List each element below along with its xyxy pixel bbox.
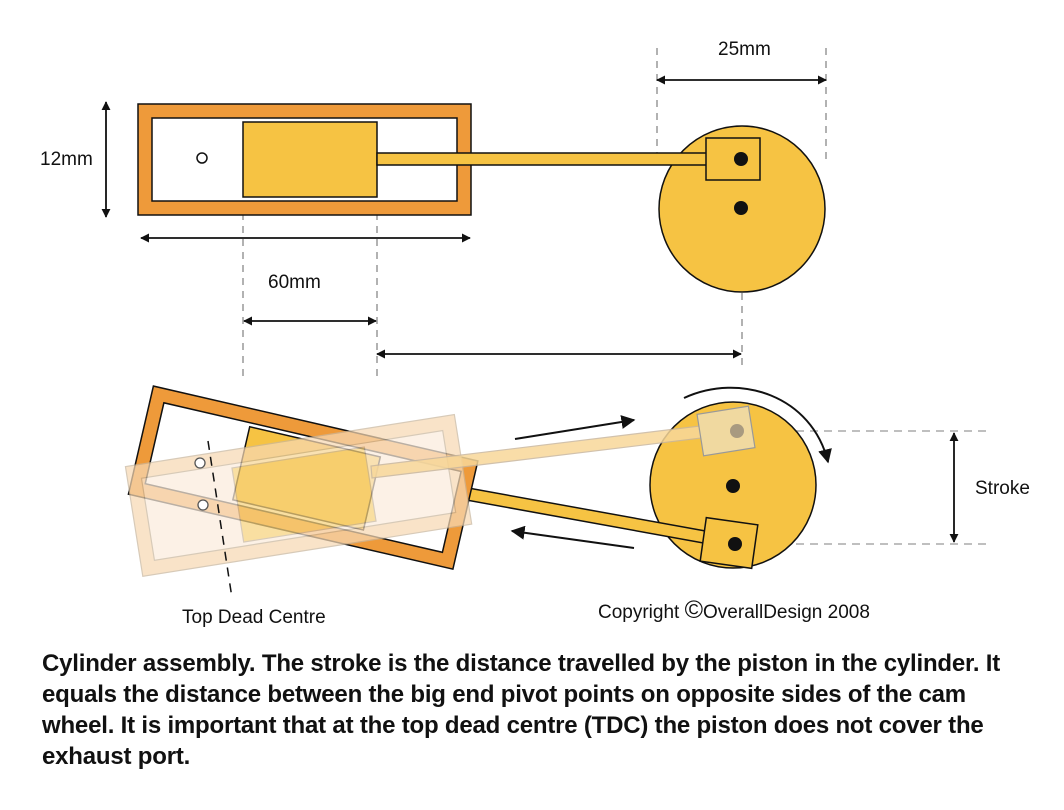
label-stroke: Stroke [975, 478, 1030, 499]
copyright-prefix: Copyright [598, 602, 685, 623]
exhaust-port-ghost [194, 457, 206, 469]
wheel-centre-lower [726, 479, 740, 493]
tdc-line [207, 440, 233, 599]
label-tdc: Top Dead Centre [182, 607, 326, 628]
big-end-block-ghost [696, 405, 756, 457]
big-end-pivot [734, 152, 748, 166]
figure-caption: Cylinder assembly. The stroke is the dis… [42, 650, 1001, 770]
label-25mm: 25mm [718, 39, 771, 60]
label-60mm: 60mm [268, 272, 321, 293]
copyright-symbol: © [685, 596, 704, 624]
big-end-block [705, 137, 761, 181]
exhaust-port-lower [197, 499, 209, 511]
wheel-centre [734, 201, 748, 215]
connecting-rod [376, 152, 721, 166]
rotation-arrow [683, 386, 832, 464]
motion-arrow-down [510, 525, 635, 549]
big-end-pivot-ghost [730, 424, 744, 438]
cylinder-assembly-diagram: 25mm 12mm 60mm Stroke Top Dead Centre [40, 39, 1030, 628]
big-end-pivot-lower [728, 537, 742, 551]
motion-arrow-up [514, 415, 636, 440]
piston [242, 121, 378, 198]
exhaust-port [196, 152, 208, 164]
cylinder-ghost-upper [124, 413, 473, 577]
copyright-suffix: OverallDesign 2008 [703, 602, 870, 623]
copyright: Copyright ©OverallDesign 2008 [598, 596, 870, 624]
label-12mm: 12mm [40, 149, 93, 170]
